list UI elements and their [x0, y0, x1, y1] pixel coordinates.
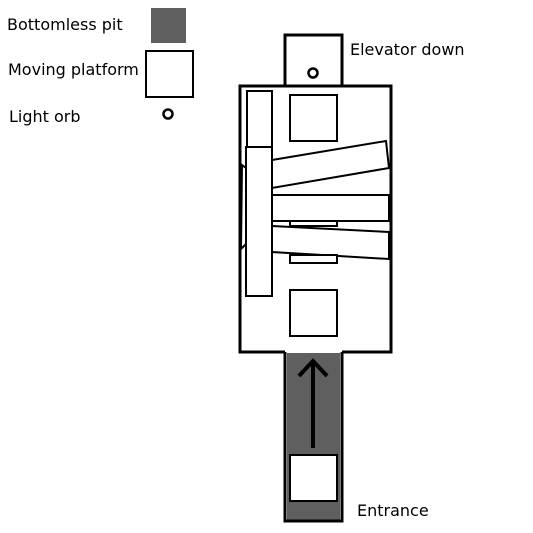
plank-left-edge	[239, 163, 247, 252]
legend-pit-swatch	[151, 8, 186, 43]
legend-orb-label: Light orb	[9, 107, 81, 126]
entrance-label: Entrance	[357, 501, 429, 520]
plank-vertical-top	[246, 90, 273, 148]
plank-vertical-main	[245, 146, 273, 297]
plank-stub	[289, 254, 338, 264]
legend-platform-label: Moving platform	[8, 60, 139, 79]
elevator-label: Elevator down	[350, 40, 465, 59]
moving-platform	[289, 454, 338, 502]
plank-stub	[289, 220, 338, 227]
moving-platform	[289, 94, 338, 142]
legend-pit-label: Bottomless pit	[7, 15, 123, 34]
light-orb-icon	[307, 67, 319, 79]
moving-platform	[289, 289, 338, 337]
plank-horizontal-middle	[271, 194, 390, 222]
elevator-room	[283, 33, 344, 86]
plank-tilted-lower	[271, 224, 390, 261]
legend-platform-swatch	[145, 50, 194, 98]
entrance-corridor-wall	[283, 352, 344, 523]
light-orb-icon	[162, 108, 174, 120]
up-arrow-icon	[297, 358, 329, 378]
main-chamber-wall	[238, 84, 393, 354]
plank-tilted-upper	[271, 139, 391, 190]
